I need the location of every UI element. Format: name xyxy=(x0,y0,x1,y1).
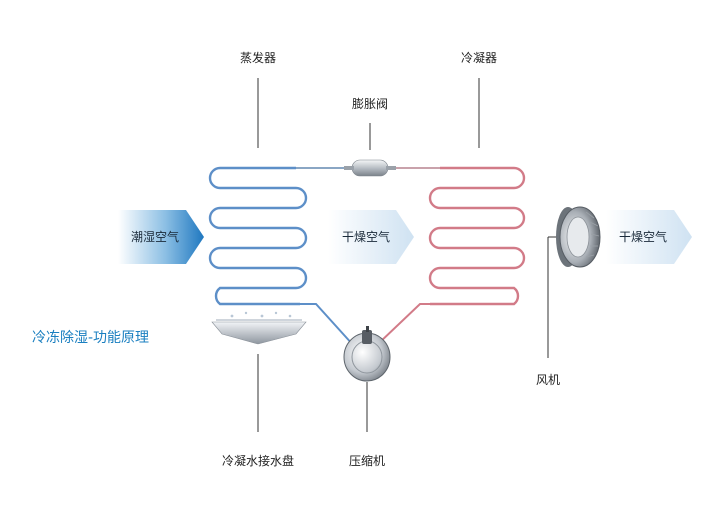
drip-tray-label: 冷凝水接水盘 xyxy=(222,453,294,468)
expansion-valve xyxy=(344,159,396,177)
compressor xyxy=(343,326,391,382)
evaporator-label: 蒸发器 xyxy=(240,50,276,65)
dry-air-out-label: 干燥空气 xyxy=(619,229,667,244)
leader-lines xyxy=(257,78,556,432)
humid-air-arrow: 潮湿空气 xyxy=(118,210,204,264)
condensate-drip-tray xyxy=(211,311,307,345)
humid-air-label: 潮湿空气 xyxy=(131,229,179,244)
dry-air-middle-label: 干燥空气 xyxy=(342,229,390,244)
expansion-valve-label: 膨胀阀 xyxy=(352,97,388,111)
condenser-label: 冷凝器 xyxy=(461,50,497,65)
fan xyxy=(556,206,601,268)
compressor-label: 压缩机 xyxy=(349,453,385,468)
dry-air-arrow-out: 干燥空气 xyxy=(606,210,692,264)
diagram-title: 冷冻除湿-功能原理 xyxy=(32,329,149,346)
refrigerant-pipes xyxy=(296,167,440,347)
condenser-coil xyxy=(428,158,526,308)
fan-label: 风机 xyxy=(536,373,560,387)
evaporator-coil xyxy=(208,158,308,308)
dry-air-arrow-middle: 干燥空气 xyxy=(328,210,414,264)
